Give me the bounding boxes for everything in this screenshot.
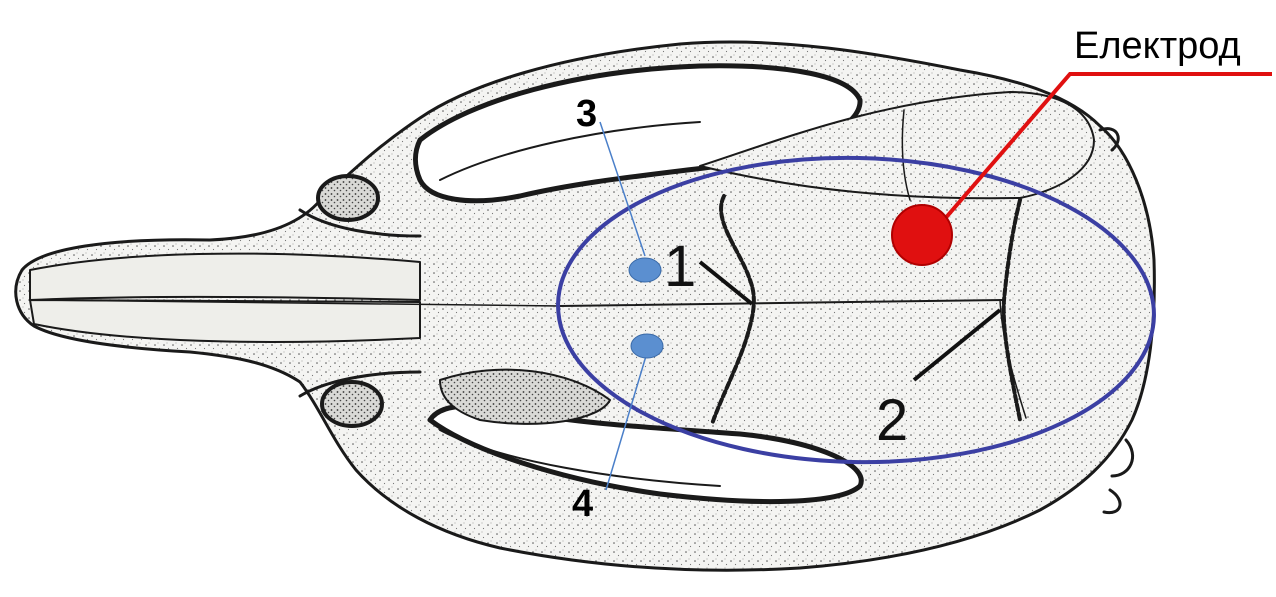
electrode-marker — [892, 205, 952, 265]
label-point-4: 4 — [572, 483, 593, 525]
marker-point-4 — [631, 334, 663, 358]
label-suture-2: 2 — [876, 388, 908, 453]
upper-cavity — [318, 176, 378, 220]
snout-upper — [30, 254, 420, 300]
marker-point-3 — [629, 258, 661, 282]
label-electrode: Електрод — [1074, 25, 1241, 67]
label-suture-1: 1 — [664, 234, 696, 299]
lower-cavity — [322, 382, 382, 426]
label-point-3: 3 — [576, 93, 597, 135]
